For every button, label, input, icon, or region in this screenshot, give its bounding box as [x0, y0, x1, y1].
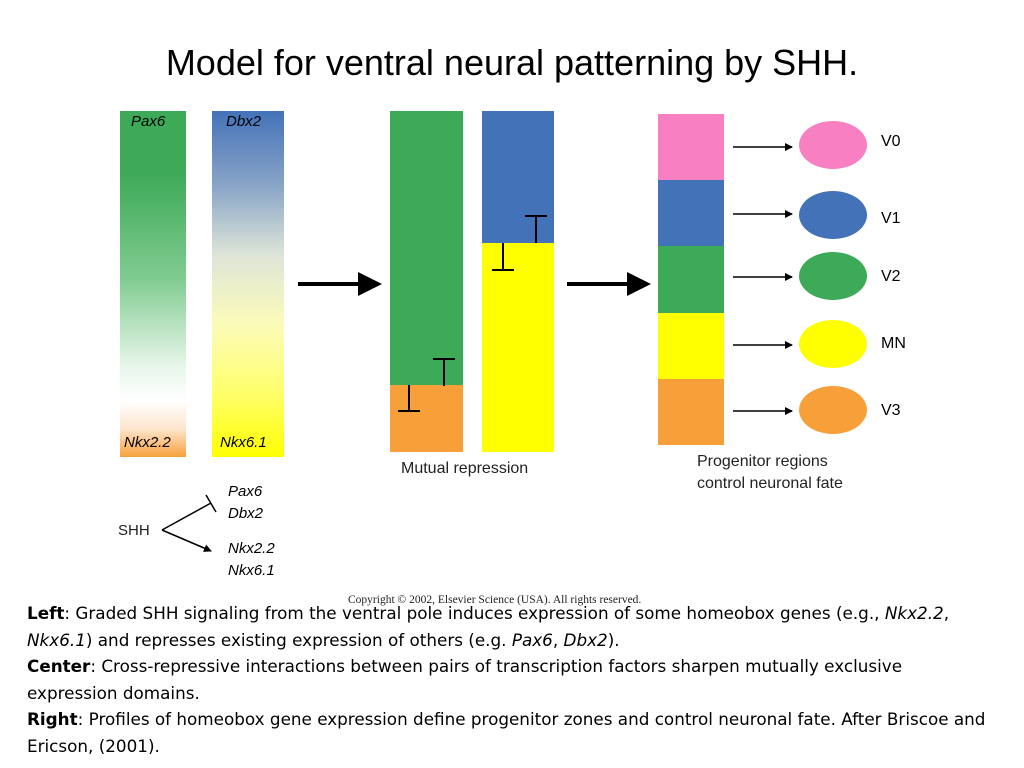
- fate-label-v1: V1: [881, 210, 901, 227]
- v0-progenitor-domain: [658, 114, 724, 180]
- mn-progenitor-domain: [658, 313, 724, 379]
- repression-bar-nkx22-to-pax6: [433, 358, 455, 386]
- repression-bar-dbx2-to-nkx61: [492, 243, 514, 271]
- shh-label: SHH: [118, 522, 150, 539]
- progenitor-caption-line1: Progenitor regions: [697, 453, 828, 470]
- figure-description: Left: Graded SHH signaling from the vent…: [27, 600, 997, 759]
- dbx2-nkx61-gradient-column: [212, 111, 284, 457]
- fate-label-v2: V2: [881, 268, 901, 285]
- fate-label-v0: V0: [881, 133, 901, 150]
- left-label: Left: [27, 603, 65, 623]
- v1-neuron: [799, 191, 867, 239]
- v1-progenitor-domain: [658, 180, 724, 246]
- nkx22-domain: [390, 385, 463, 452]
- nkx61-label: Nkx6.1: [220, 434, 267, 451]
- pax6-label: Pax6: [131, 113, 166, 130]
- page-title: Model for ventral neural patterning by S…: [165, 42, 859, 83]
- center-description: Center: Cross-repressive interactions be…: [27, 656, 903, 703]
- nkx22-label: Nkx2.2: [124, 434, 171, 451]
- fate-label-mn: MN: [881, 335, 906, 352]
- pax6-nkx22-gradient-column: [120, 111, 186, 457]
- pax6-domain: [390, 111, 463, 385]
- dbx2-label: Dbx2: [226, 113, 262, 130]
- left-description: Left: Graded SHH signaling from the vent…: [27, 603, 950, 650]
- progenitor-caption-line2: control neuronal fate: [697, 475, 843, 492]
- repression-bar-pax6-to-nkx22: [398, 385, 420, 412]
- shh-induces-arrow: [161, 529, 212, 552]
- v0-neuron: [799, 121, 867, 169]
- v3-neuron: [799, 386, 867, 434]
- v2-progenitor-domain: [658, 246, 724, 313]
- shh-represses-symbol: [161, 494, 217, 531]
- repression-bar-nkx61-to-dbx2: [525, 215, 547, 243]
- mutual-repression-caption: Mutual repression: [401, 460, 529, 477]
- v2-neuron: [799, 252, 867, 300]
- mn-neuron: [799, 320, 867, 368]
- copyright-notice: Copyright © 2002, Elsevier Science (USA)…: [348, 594, 642, 606]
- fate-label-v3: V3: [881, 402, 901, 419]
- v3-progenitor-domain: [658, 379, 724, 445]
- right-label: Right: [27, 709, 78, 729]
- dbx2-domain: [482, 111, 554, 243]
- center-label: Center: [27, 656, 91, 676]
- nkx61-domain: [482, 243, 554, 452]
- induced-gene-nkx22: Nkx2.2: [228, 540, 275, 557]
- repressed-gene-dbx2: Dbx2: [228, 505, 264, 522]
- repressed-gene-pax6: Pax6: [228, 483, 263, 500]
- right-description: Right: Profiles of homeobox gene express…: [27, 709, 986, 756]
- induced-gene-nkx61: Nkx6.1: [228, 562, 275, 579]
